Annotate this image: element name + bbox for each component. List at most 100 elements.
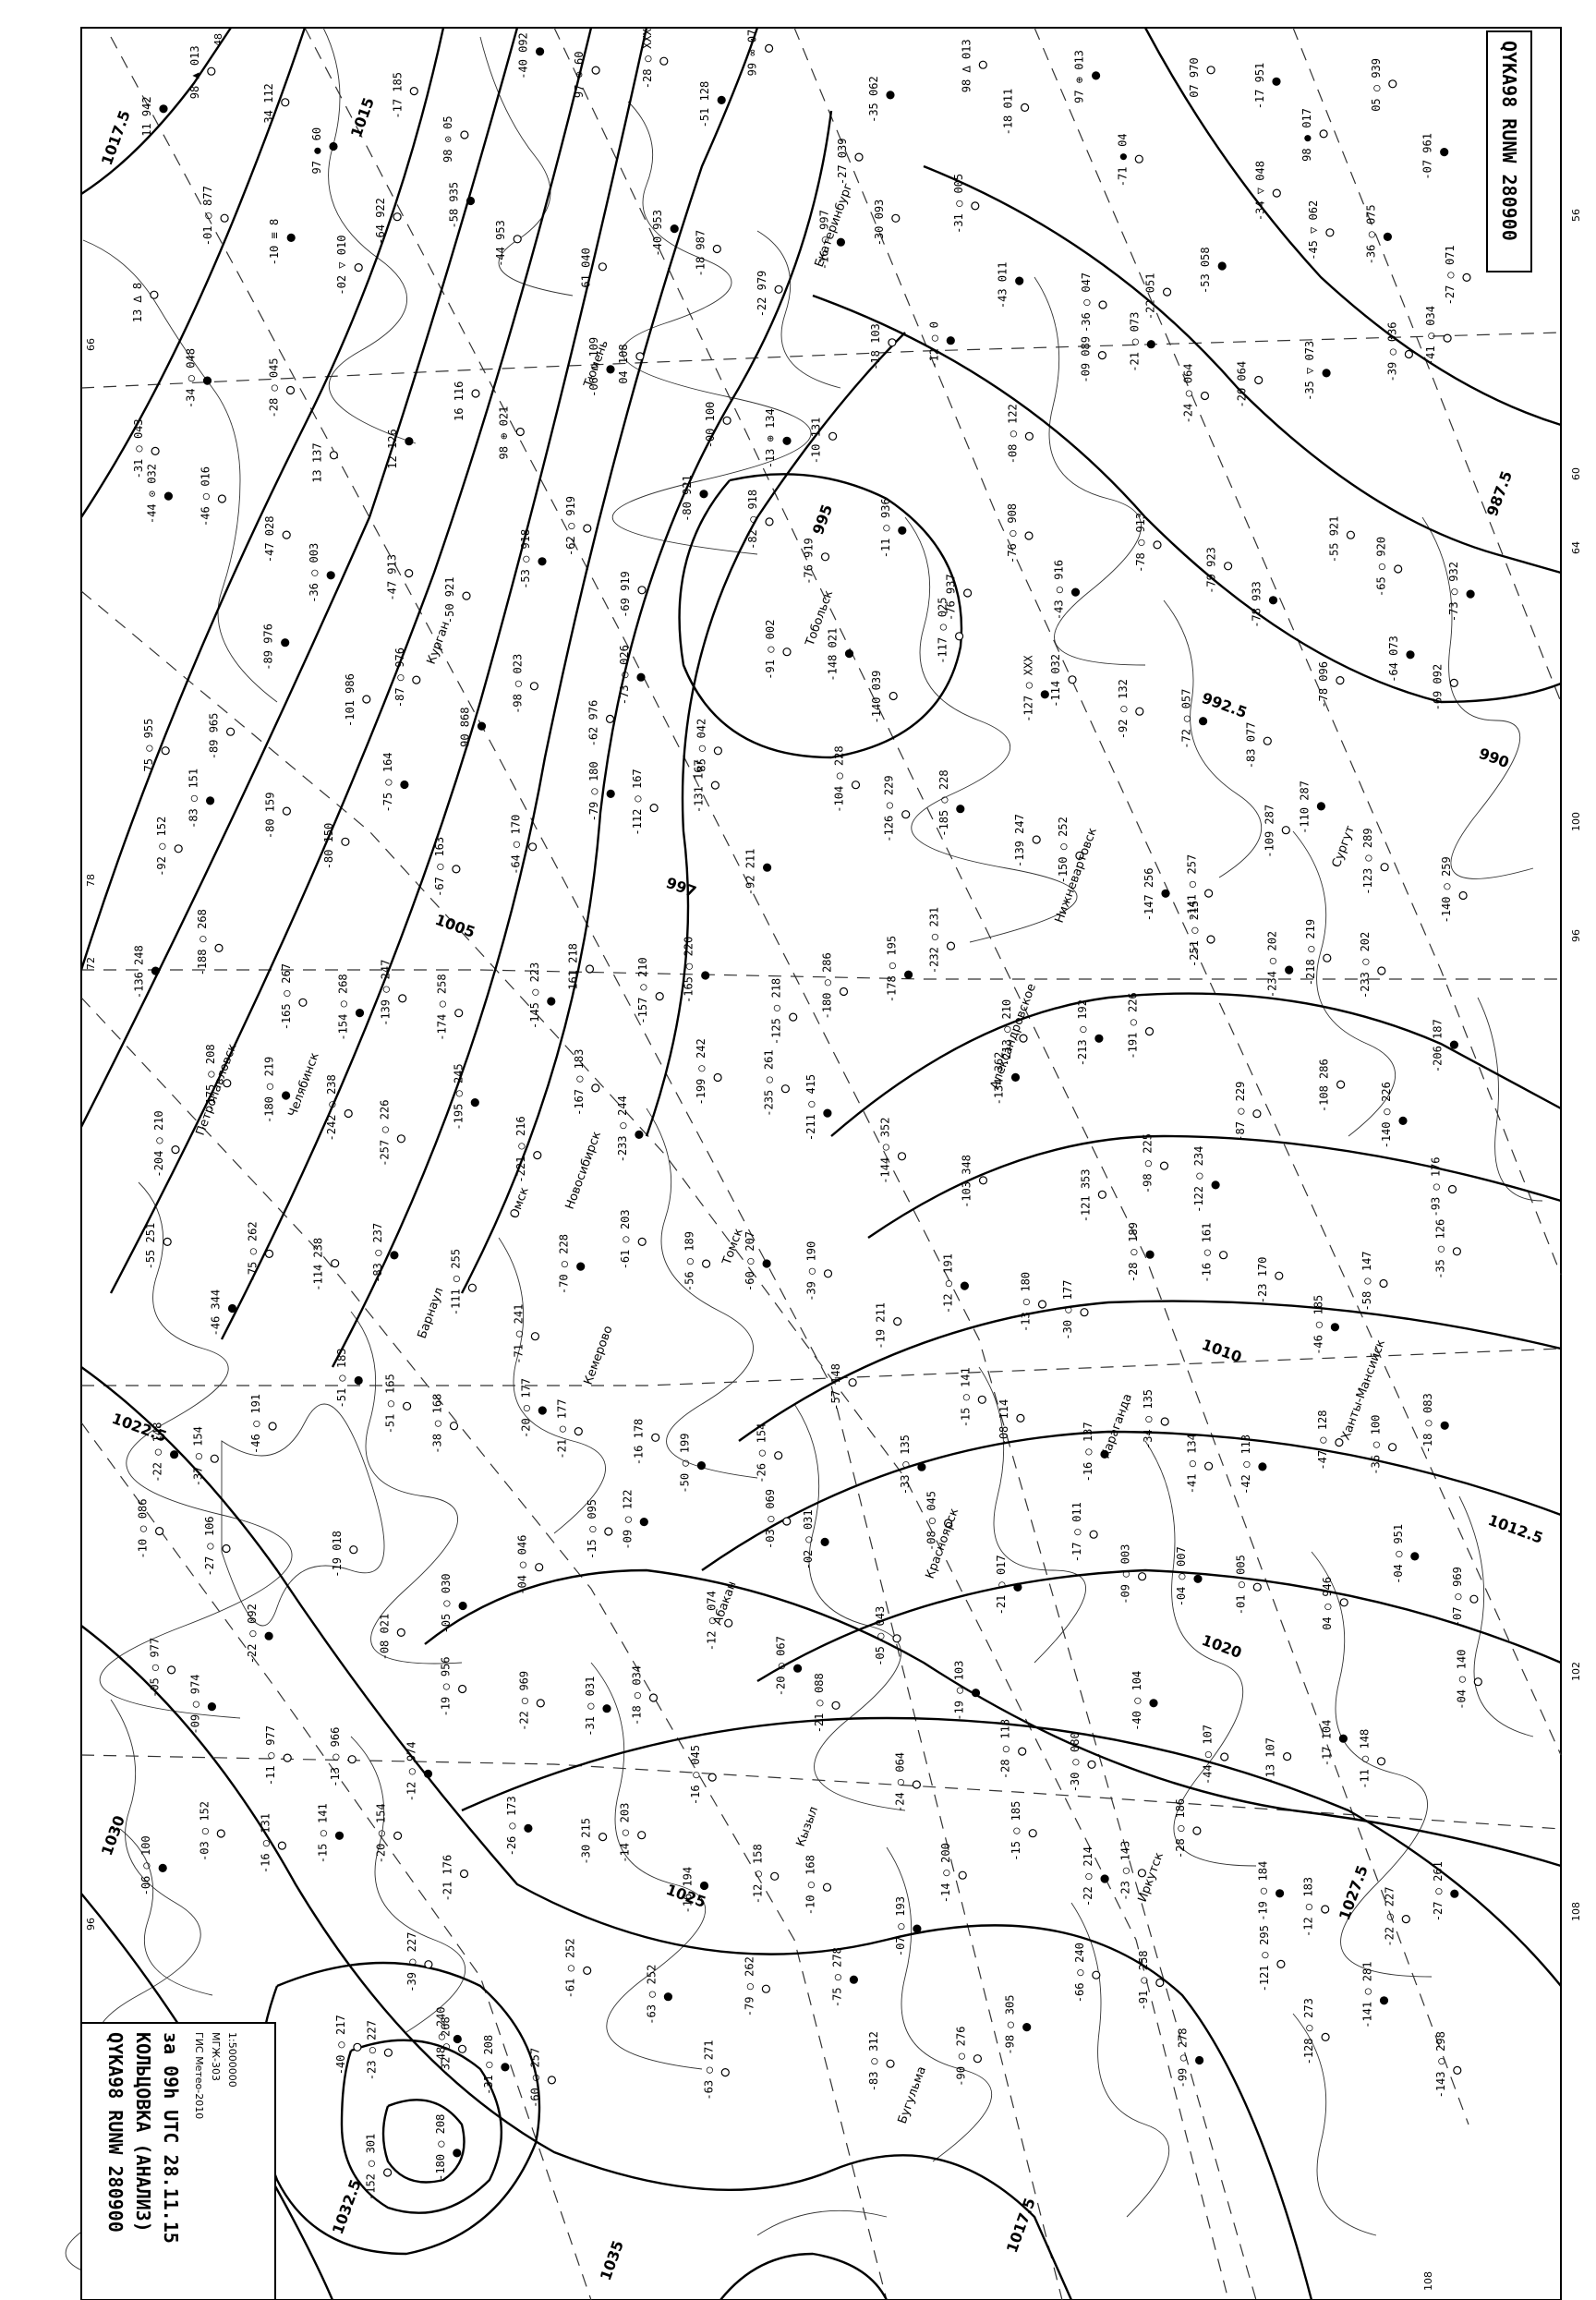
station-marker: [670, 224, 679, 234]
station-value: -26 ○ 173: [505, 1796, 518, 1856]
station-marker: [1028, 1829, 1037, 1838]
station-marker: [477, 721, 487, 731]
station-marker: [1380, 863, 1389, 872]
station-marker: [282, 1091, 291, 1100]
station-marker: [977, 1395, 986, 1404]
header-code-box: QYKA98 RUNW 280900: [1486, 30, 1532, 272]
station-value: -15 ○ 185: [1010, 1801, 1022, 1861]
station-value: -16 ○ 131: [259, 1813, 272, 1873]
station-marker: [466, 196, 476, 206]
station-marker: [1462, 272, 1471, 282]
station-value: -76 937: [945, 574, 958, 621]
station-marker: [1203, 1461, 1214, 1471]
isobar-1012-5: [79, 27, 445, 971]
place-name: Караганда: [1099, 1392, 1135, 1460]
station-marker: [1322, 369, 1331, 378]
station-marker: [538, 557, 547, 566]
station-marker: [353, 2042, 362, 2052]
station-value: -04 ○ 951: [1392, 1524, 1405, 1584]
station-marker: [264, 1249, 274, 1259]
station-value: -27 039: [836, 139, 849, 186]
isobar-1002: [830, 992, 1562, 1137]
station-marker: [383, 2048, 393, 2057]
station-marker: [403, 1401, 412, 1410]
station-marker: [849, 1975, 859, 1984]
station-value: -36 ○ 075: [1364, 204, 1377, 264]
station-marker: [458, 1601, 467, 1611]
station-marker: [1466, 589, 1475, 599]
station-value: -40 ○ 217: [334, 2015, 347, 2075]
isobar-label: 1017.5: [1003, 2196, 1039, 2256]
legend-time: за 09h UTC 28.11.15: [160, 2032, 182, 2244]
station-value: -73 ○ 026: [618, 645, 631, 705]
station-marker: [1458, 890, 1468, 901]
station-value: -31 ○ 005: [952, 174, 965, 234]
station-value: -131 167: [692, 759, 705, 813]
station-marker: [207, 1701, 216, 1712]
station-marker: [1203, 889, 1214, 898]
station-value: -34 112: [262, 83, 275, 130]
station-marker: [390, 1251, 399, 1260]
station-marker: [1068, 675, 1077, 684]
station-marker: [765, 517, 774, 527]
station-value: -07 ○ 193: [894, 1896, 907, 1956]
station-marker: [282, 806, 291, 816]
station-value: -39 ○ 190: [805, 1241, 818, 1301]
station-marker: [774, 284, 783, 294]
station-value: -76 919: [803, 538, 816, 585]
place-name: Тюмень: [581, 339, 611, 391]
station-value: -51 ○ 183: [335, 1348, 348, 1408]
station-marker: [648, 1693, 659, 1702]
station-value: -78 933: [1251, 581, 1264, 628]
station-value: -08 ○ 045: [925, 1491, 938, 1551]
station-value: -53 ○ 918: [519, 529, 532, 589]
station-marker: [1321, 2032, 1330, 2041]
station-value: -150 ○ 252: [1057, 817, 1070, 883]
station-value: -58 935: [448, 182, 461, 229]
station-value: -206 187: [1431, 1019, 1444, 1072]
station-value: -10 ○ 086: [137, 1499, 150, 1559]
station-value: -235 ○ 261: [762, 1049, 775, 1116]
station-value: -21 ○ 017: [995, 1555, 1008, 1615]
station-value: -92 ○ 132: [1117, 679, 1130, 739]
station-marker: [1160, 1417, 1169, 1426]
station-value: 99 ∞ 07: [746, 30, 759, 77]
station-value: -39 ○ 227: [405, 1932, 418, 1992]
station-marker: [513, 235, 522, 244]
station-marker: [1153, 540, 1162, 550]
station-value: -05 ○ 043: [874, 1606, 887, 1666]
station-marker: [283, 1753, 292, 1762]
station-marker: [281, 98, 290, 107]
station-value: -47 ○ 128: [1316, 1410, 1329, 1471]
grid-number: 96: [85, 1918, 97, 1931]
station-marker: [836, 237, 846, 247]
station-marker: [1137, 1869, 1147, 1878]
station-value: -16 ○ 161: [1201, 1223, 1214, 1283]
station-marker: [1145, 1250, 1155, 1259]
station-marker: [533, 1150, 542, 1160]
station-marker: [344, 1108, 353, 1119]
station-value: -20 ○ 177: [519, 1378, 532, 1438]
grid-number: 60: [1570, 467, 1582, 480]
station-marker: [1162, 287, 1172, 297]
station-marker: [1449, 678, 1458, 688]
station-marker: [460, 130, 469, 139]
station-value: -140 ○ 259: [1440, 856, 1453, 923]
station-marker: [663, 1992, 673, 2002]
station-value: -38 ○ 168: [431, 1394, 444, 1454]
station-value: -199 ○ 242: [695, 1038, 707, 1105]
station-value: -62 976: [587, 700, 600, 747]
isobar-1012-5-e: [701, 1430, 1562, 1571]
station-value: -83 ○ 312: [867, 2031, 880, 2091]
station-marker: [454, 1009, 464, 1018]
station-marker: [696, 1460, 707, 1471]
station-value: -31 ○ 208: [482, 2035, 495, 2095]
station-value: -03 ○ 152: [198, 1801, 211, 1861]
station-marker: [712, 244, 721, 254]
place-name: Челябинск: [286, 1050, 322, 1119]
place-name: Барнаул: [416, 1286, 447, 1340]
station-marker: [1316, 802, 1326, 811]
station-value: -09 ○ 122: [621, 1490, 634, 1550]
station-marker: [170, 1450, 179, 1459]
station-marker: [649, 803, 659, 813]
